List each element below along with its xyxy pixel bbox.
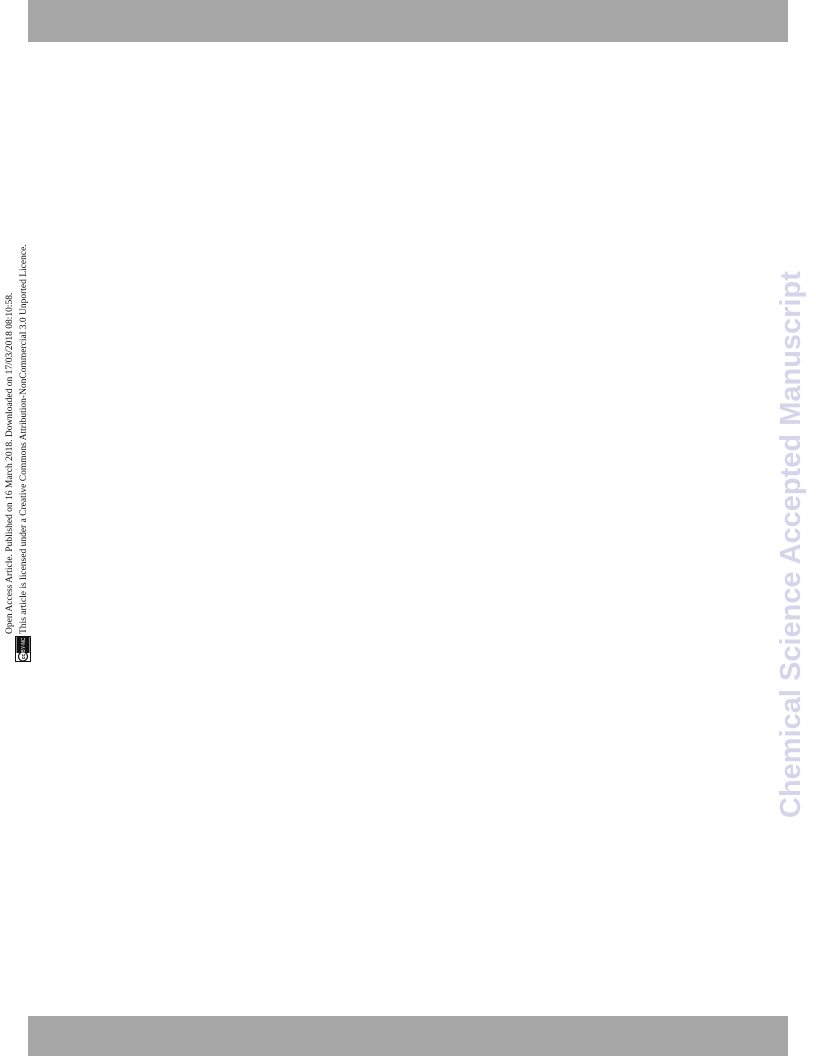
footer-bar — [28, 1016, 788, 1056]
open-access-notice: cc BY-NC Open Access Article. Published … — [2, 132, 38, 662]
accepted-manuscript-watermark: Chemical Science Accepted Manuscript — [775, 271, 807, 818]
cc-symbol: cc — [21, 654, 27, 660]
license-notice[interactable]: This article is licensed under a Creativ… — [19, 244, 29, 634]
header-bar — [28, 0, 788, 42]
cc-by-nc-license-icon[interactable]: cc BY-NC — [15, 636, 31, 662]
publication-notice: Open Access Article. Published on 16 Mar… — [5, 292, 15, 634]
license-badge-text: BY-NC — [21, 637, 27, 652]
